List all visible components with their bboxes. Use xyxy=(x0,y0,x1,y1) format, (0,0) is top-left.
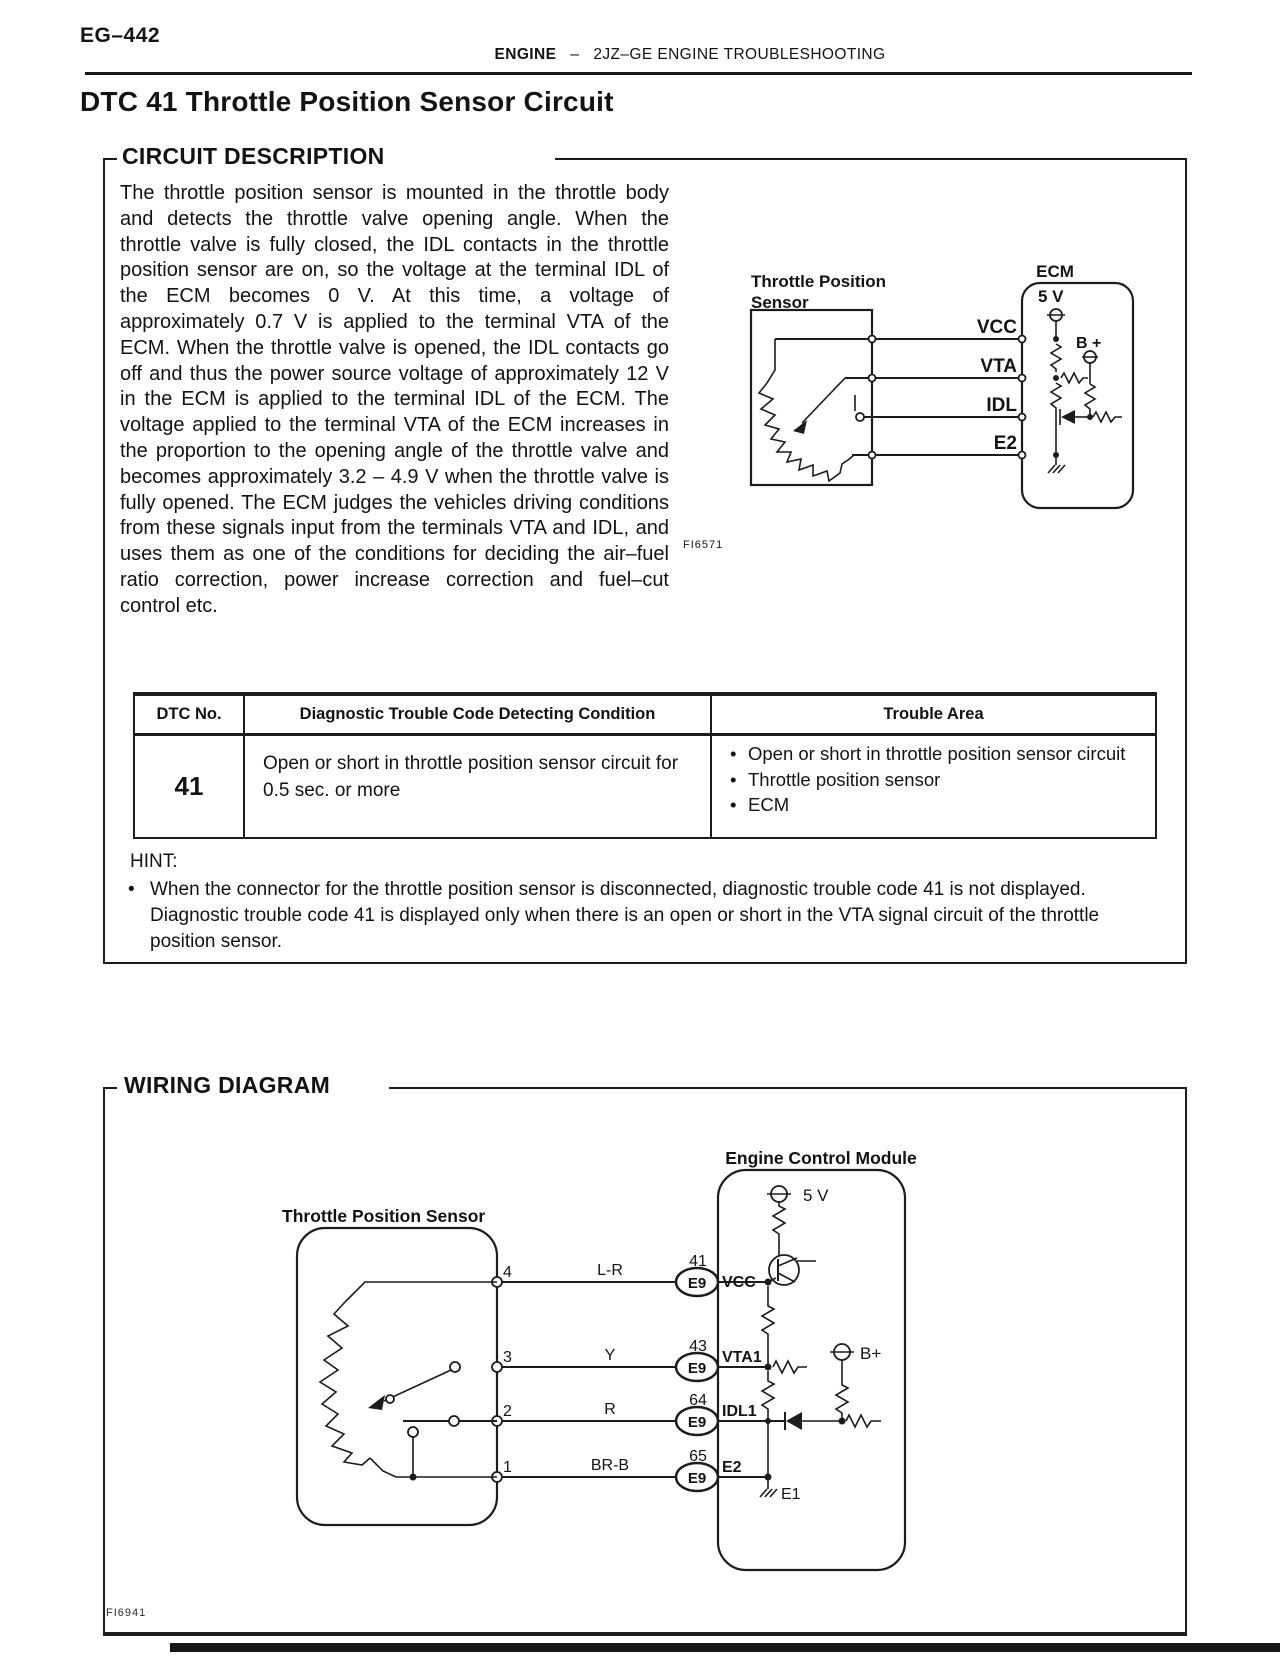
bullet-icon: • xyxy=(730,768,737,790)
wiring-diagram-figure: Throttle Position Sensor Engine Control … xyxy=(282,1148,917,1572)
wd-sensor-internals xyxy=(318,1281,497,1481)
dtc-table-header-row: DTC No. Diagnostic Trouble Code Detectin… xyxy=(135,696,1155,736)
wiring-diagram-frame xyxy=(103,1087,1187,1636)
wd-terminal-no-65: 65 xyxy=(689,1448,707,1465)
wd-pin-4: 4 xyxy=(503,1264,512,1281)
dtc-table-header-trouble-area: Trouble Area xyxy=(883,705,984,723)
page-title: DTC 41 Throttle Position Sensor Circuit xyxy=(80,86,614,117)
header-rule xyxy=(85,72,1192,75)
fig1-terminal-idl: IDL xyxy=(986,395,1017,416)
wd-connector-e9-3: E9 xyxy=(688,1414,706,1431)
fig1-terminal-vta: VTA xyxy=(980,356,1017,377)
wd-wires xyxy=(491,1276,785,1483)
wd-terminal-e2: E2 xyxy=(722,1459,742,1476)
circuit-schematic-figure: Throttle Position Sensor ECM VCC VTA IDL… xyxy=(683,262,1135,551)
trouble-area-text: ECM xyxy=(748,794,790,815)
wd-sensor-label: Throttle Position Sensor xyxy=(282,1206,485,1226)
circuit-description-frame xyxy=(103,158,1187,964)
wd-e1-label: E1 xyxy=(781,1486,801,1503)
wd-wire-color-r: R xyxy=(604,1401,616,1418)
wiring-diagram-heading: WIRING DIAGRAM xyxy=(120,1072,335,1099)
wd-ecm-label: Engine Control Module xyxy=(725,1148,917,1168)
wd-terminal-idl1: IDL1 xyxy=(722,1403,757,1420)
wd-terminal-no-43: 43 xyxy=(689,1338,707,1355)
dtc-table-header-condition: Diagnostic Trouble Code Detecting Condit… xyxy=(245,696,712,733)
wd-terminal-vcc: VCC xyxy=(722,1274,756,1291)
wd-bplus-label: B+ xyxy=(860,1344,881,1363)
wd-ecm-box xyxy=(716,1168,907,1572)
circuit-description-body: The throttle position sensor is mounted … xyxy=(120,182,669,617)
wd-pin-1: 1 xyxy=(503,1459,512,1476)
fig2-code: FI6941 xyxy=(106,1607,147,1619)
wd-ecm-internals: 5 V E1 xyxy=(759,1185,881,1503)
bullet-icon: • xyxy=(730,794,737,815)
dtc-table-header-dtc-no: DTC No. xyxy=(135,696,245,733)
wd-connector-e9-1: E9 xyxy=(688,1275,706,1292)
dtc-number: 41 xyxy=(135,736,245,837)
dtc-table-row: 41 Open or short in throttle position se… xyxy=(135,736,1155,837)
fig1-bplus-label: B + xyxy=(1076,335,1101,352)
wd-5v-label: 5 V xyxy=(803,1186,829,1205)
wd-terminal-no-41: 41 xyxy=(689,1253,707,1270)
wd-connectors: 41 E9 43 E9 64 E9 65 E9 xyxy=(674,1253,720,1493)
fig1-sensor-label-line2: Sensor xyxy=(751,293,809,312)
fig1-potentiometer xyxy=(757,339,865,483)
running-header-manual: 2JZ–GE ENGINE TROUBLESHOOTING xyxy=(593,46,886,63)
fig1-sensor-label-line1: Throttle Position xyxy=(751,272,886,291)
page-code: EG–442 xyxy=(80,24,161,47)
dtc-condition: Open or short in throttle position senso… xyxy=(245,736,712,837)
running-header-section: ENGINE xyxy=(494,46,557,63)
dtc-trouble-areas: • Open or short in throttle position sens… xyxy=(712,736,1155,837)
hint-text: When the connector for the throttle posi… xyxy=(150,879,1100,952)
running-header: ENGINE–2JZ–GE ENGINE TROUBLESHOOTING xyxy=(100,46,1280,64)
trouble-area-text: Throttle position sensor xyxy=(748,768,941,790)
fig1-ecm-internals: 5 V B + xyxy=(1038,287,1122,474)
fig1-5v-label: 5 V xyxy=(1038,287,1064,306)
running-header-separator: – xyxy=(570,46,580,63)
bullet-icon: • xyxy=(128,879,135,900)
wd-wire-color-brb: BR-B xyxy=(591,1457,629,1474)
hint-label: HINT: xyxy=(130,851,178,872)
trouble-area-item: • ECM xyxy=(726,792,1145,818)
fig1-sensor-box xyxy=(749,308,874,487)
wd-wire-color-y: Y xyxy=(605,1347,616,1364)
fig1-code: FI6571 xyxy=(683,539,723,551)
fig1-terminal-e2: E2 xyxy=(994,433,1017,454)
fig1-ecm-box xyxy=(1020,281,1135,510)
dtc-table: DTC No. Diagnostic Trouble Code Detectin… xyxy=(133,692,1157,839)
fig1-terminal-vcc: VCC xyxy=(977,317,1017,338)
wd-pin-2: 2 xyxy=(503,1403,512,1420)
page-bottom-scan-bar xyxy=(170,1643,1280,1652)
circuit-description-heading: CIRCUIT DESCRIPTION xyxy=(118,143,389,170)
wd-pin-3: 3 xyxy=(503,1349,512,1366)
trouble-area-item: • Open or short in throttle position sens… xyxy=(726,741,1145,767)
wd-terminal-vta1: VTA1 xyxy=(722,1349,762,1366)
wd-sensor-box xyxy=(295,1226,499,1527)
hint-body: • When the connector for the throttle po… xyxy=(128,877,1144,955)
wd-terminal-no-64: 64 xyxy=(689,1392,707,1409)
bullet-icon: • xyxy=(730,743,737,764)
wd-wire-color-lr: L-R xyxy=(597,1262,623,1279)
wd-connector-e9-2: E9 xyxy=(688,1360,706,1377)
fig1-ecm-label: ECM xyxy=(1036,262,1074,281)
trouble-area-text: Open or short in throttle position senso… xyxy=(748,743,1126,764)
wd-connector-e9-4: E9 xyxy=(688,1470,706,1487)
trouble-area-item: • Throttle position sensor xyxy=(726,767,1145,793)
fig1-wires xyxy=(775,334,1027,460)
